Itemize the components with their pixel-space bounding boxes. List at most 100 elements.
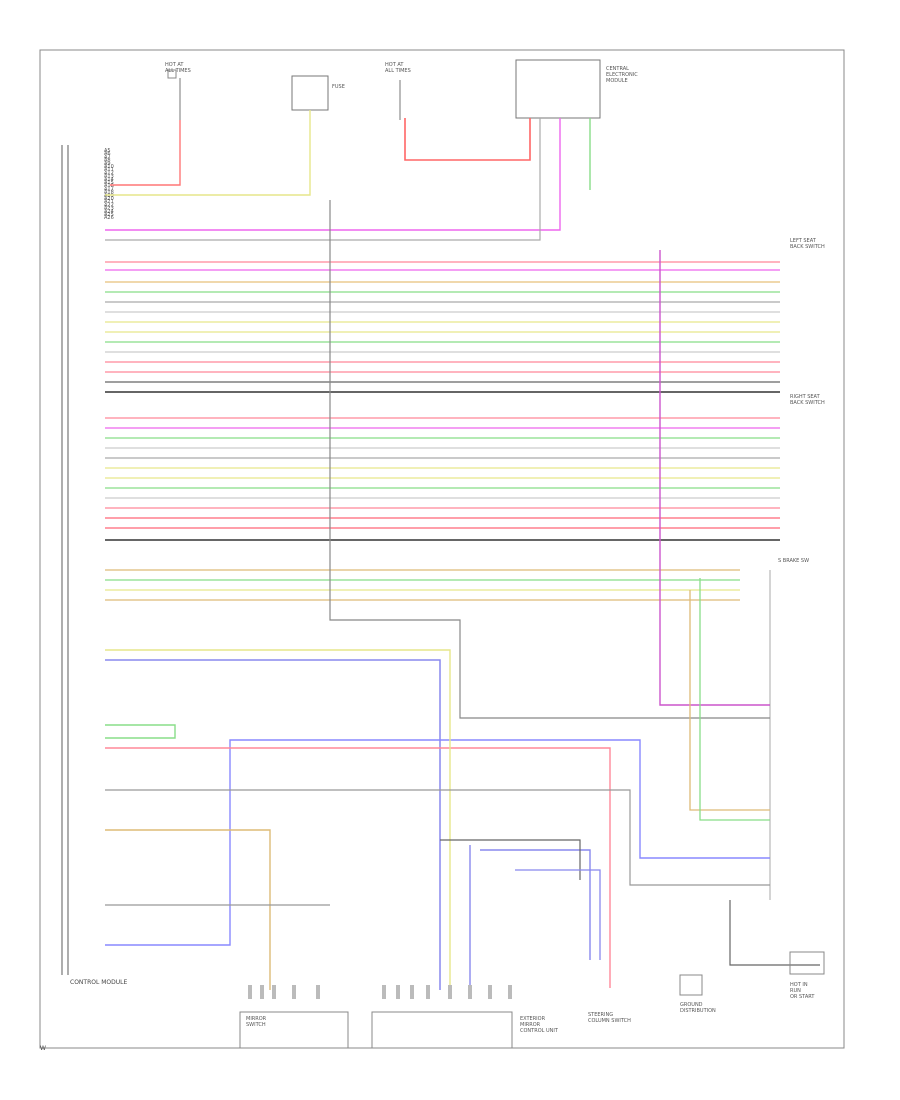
connector-pin-label: A26 — [104, 215, 114, 221]
bottom-component-ground: GROUND DISTRIBUTION — [679, 974, 716, 1014]
wire-dark-2 — [729, 900, 820, 966]
svg-text:EXTERIOR: EXTERIOR — [520, 1016, 546, 1022]
right-block-right-seat: RIGHT SEAT BACK SWITCH — [790, 394, 825, 406]
svg-text:GROUND: GROUND — [680, 1002, 703, 1008]
connector-pin — [272, 985, 276, 999]
connector-pin — [448, 985, 452, 999]
connector-pin-label: A12 — [104, 170, 114, 176]
svg-text:STEERING: STEERING — [588, 1012, 613, 1018]
svg-text:LEFT SEAT: LEFT SEAT — [790, 238, 817, 244]
wire-red-relay — [404, 118, 531, 161]
svg-text:CONTROL UNIT: CONTROL UNIT — [520, 1028, 559, 1034]
bottom-component-steering-sw: STEERING COLUMN SWITCH — [588, 1012, 631, 1024]
module-label: CONTROL MODULE — [70, 979, 127, 986]
wire-yellow-fuse — [105, 110, 311, 196]
connector-pin-label: A17 — [104, 186, 114, 192]
connector-pin-label: A7 — [104, 154, 111, 160]
connector-pin — [426, 985, 430, 999]
connector-pin-label: A9 — [104, 161, 111, 167]
wire-grey-2 — [105, 789, 770, 886]
svg-text:ELECTRONIC: ELECTRONIC — [606, 72, 638, 78]
bottom-component-hot-in-run: HOT IN RUN OR START — [789, 951, 825, 1000]
connector-pin — [292, 985, 296, 999]
footer-code: W — [40, 1045, 46, 1052]
connector-pin-label: A19 — [104, 193, 114, 199]
wire-tan-1 — [105, 829, 271, 990]
wire-green-2 — [105, 724, 176, 739]
connector-pin-label: A20 — [104, 196, 114, 202]
wire-tan-2 — [689, 590, 770, 811]
right-block-brake-sw: S BRAKE SW — [769, 558, 809, 900]
wire-green-3 — [699, 578, 770, 821]
svg-text:DISTRIBUTION: DISTRIBUTION — [680, 1008, 716, 1014]
svg-text:HOT AT: HOT AT — [165, 62, 184, 68]
wire-blue-1 — [105, 659, 441, 990]
connector-pin — [316, 985, 320, 999]
svg-text:ALL TIMES: ALL TIMES — [385, 68, 411, 74]
connector-pin — [248, 985, 252, 999]
bus-wires — [105, 261, 780, 601]
connector-pin-label: A6 — [104, 151, 111, 157]
connector-pin — [508, 985, 512, 999]
svg-text:MIRROR: MIRROR — [520, 1022, 541, 1028]
wire-grey-relay — [105, 118, 541, 241]
svg-text:RUN: RUN — [790, 988, 801, 994]
connector-pin-label: A5 — [104, 148, 111, 154]
wire-blue-2 — [105, 739, 770, 946]
wire-red-top-left — [110, 120, 181, 186]
wire-magenta-relay — [105, 118, 561, 231]
svg-text:BACK SWITCH: BACK SWITCH — [790, 400, 825, 406]
connector-pin — [410, 985, 414, 999]
connector-pin-label: A25 — [104, 212, 114, 218]
connector-pin-labels: A5A6A7A8A9A10A11A12A13A14A15A16A17A18A19… — [104, 148, 114, 221]
svg-text:OR START: OR START — [790, 994, 815, 1000]
svg-text:MIRROR: MIRROR — [246, 1016, 267, 1022]
connector-pin — [468, 985, 472, 999]
top-component-central-relay: CENTRAL ELECTRONIC MODULE — [515, 59, 638, 119]
connector-pin-label: A8 — [104, 158, 111, 164]
connector-pin — [382, 985, 386, 999]
control-module: CONTROL MODULE — [61, 145, 127, 986]
svg-text:FUSE: FUSE — [332, 84, 345, 90]
connector-pin-label: A16 — [104, 183, 114, 189]
svg-text:S BRAKE SW: S BRAKE SW — [778, 558, 809, 564]
top-component-fuse-a: FUSE — [291, 75, 345, 111]
right-block-left-seat: LEFT SEAT BACK SWITCH — [790, 238, 825, 250]
svg-text:COLUMN SWITCH: COLUMN SWITCH — [588, 1018, 631, 1024]
wire-blue-4 — [480, 849, 591, 960]
svg-text:BACK SWITCH: BACK SWITCH — [790, 244, 825, 250]
svg-text:SWITCH: SWITCH — [246, 1022, 266, 1028]
connector-pin-label: A13 — [104, 174, 114, 180]
bottom-component-exterior-mirror: EXTERIOR MIRROR CONTROL UNIT — [371, 1011, 559, 1049]
connector-pin — [260, 985, 264, 999]
connector-pin-label: A23 — [104, 206, 114, 212]
svg-text:RIGHT SEAT: RIGHT SEAT — [790, 394, 821, 400]
wire-blue-5 — [515, 869, 601, 960]
wire-yellow-2 — [105, 649, 451, 990]
svg-text:HOT IN: HOT IN — [790, 982, 808, 988]
wire-purple-vertical — [659, 250, 770, 706]
diagram-frame — [39, 49, 845, 1049]
connector-pin-label: A10 — [104, 164, 114, 170]
connector-pin-label: A21 — [104, 199, 114, 205]
connector-pin-label: A22 — [104, 202, 114, 208]
connector-pin — [488, 985, 492, 999]
bottom-connector-pins — [248, 985, 512, 999]
connector-pin-label: A15 — [104, 180, 114, 186]
svg-text:CENTRAL: CENTRAL — [606, 66, 629, 72]
wire-grey-vertical — [329, 200, 770, 719]
connector-pin-label: A14 — [104, 177, 114, 183]
wire-pink-1 — [105, 747, 611, 988]
connector-pin-label: A11 — [104, 167, 114, 173]
connector-pin — [396, 985, 400, 999]
svg-text:HOT AT: HOT AT — [385, 62, 404, 68]
connector-pin-label: A18 — [104, 190, 114, 196]
bottom-component-mirror-left: MIRROR SWITCH — [239, 1011, 349, 1049]
top-component-hot-at-2: HOT AT ALL TIMES — [385, 62, 411, 120]
top-component-hot-at-1: HOT AT ALL TIMES — [165, 62, 191, 180]
connector-pin-label: A24 — [104, 209, 114, 215]
wire-dark-1 — [440, 839, 581, 880]
svg-text:ALL TIMES: ALL TIMES — [165, 68, 191, 74]
svg-text:MODULE: MODULE — [606, 78, 628, 84]
